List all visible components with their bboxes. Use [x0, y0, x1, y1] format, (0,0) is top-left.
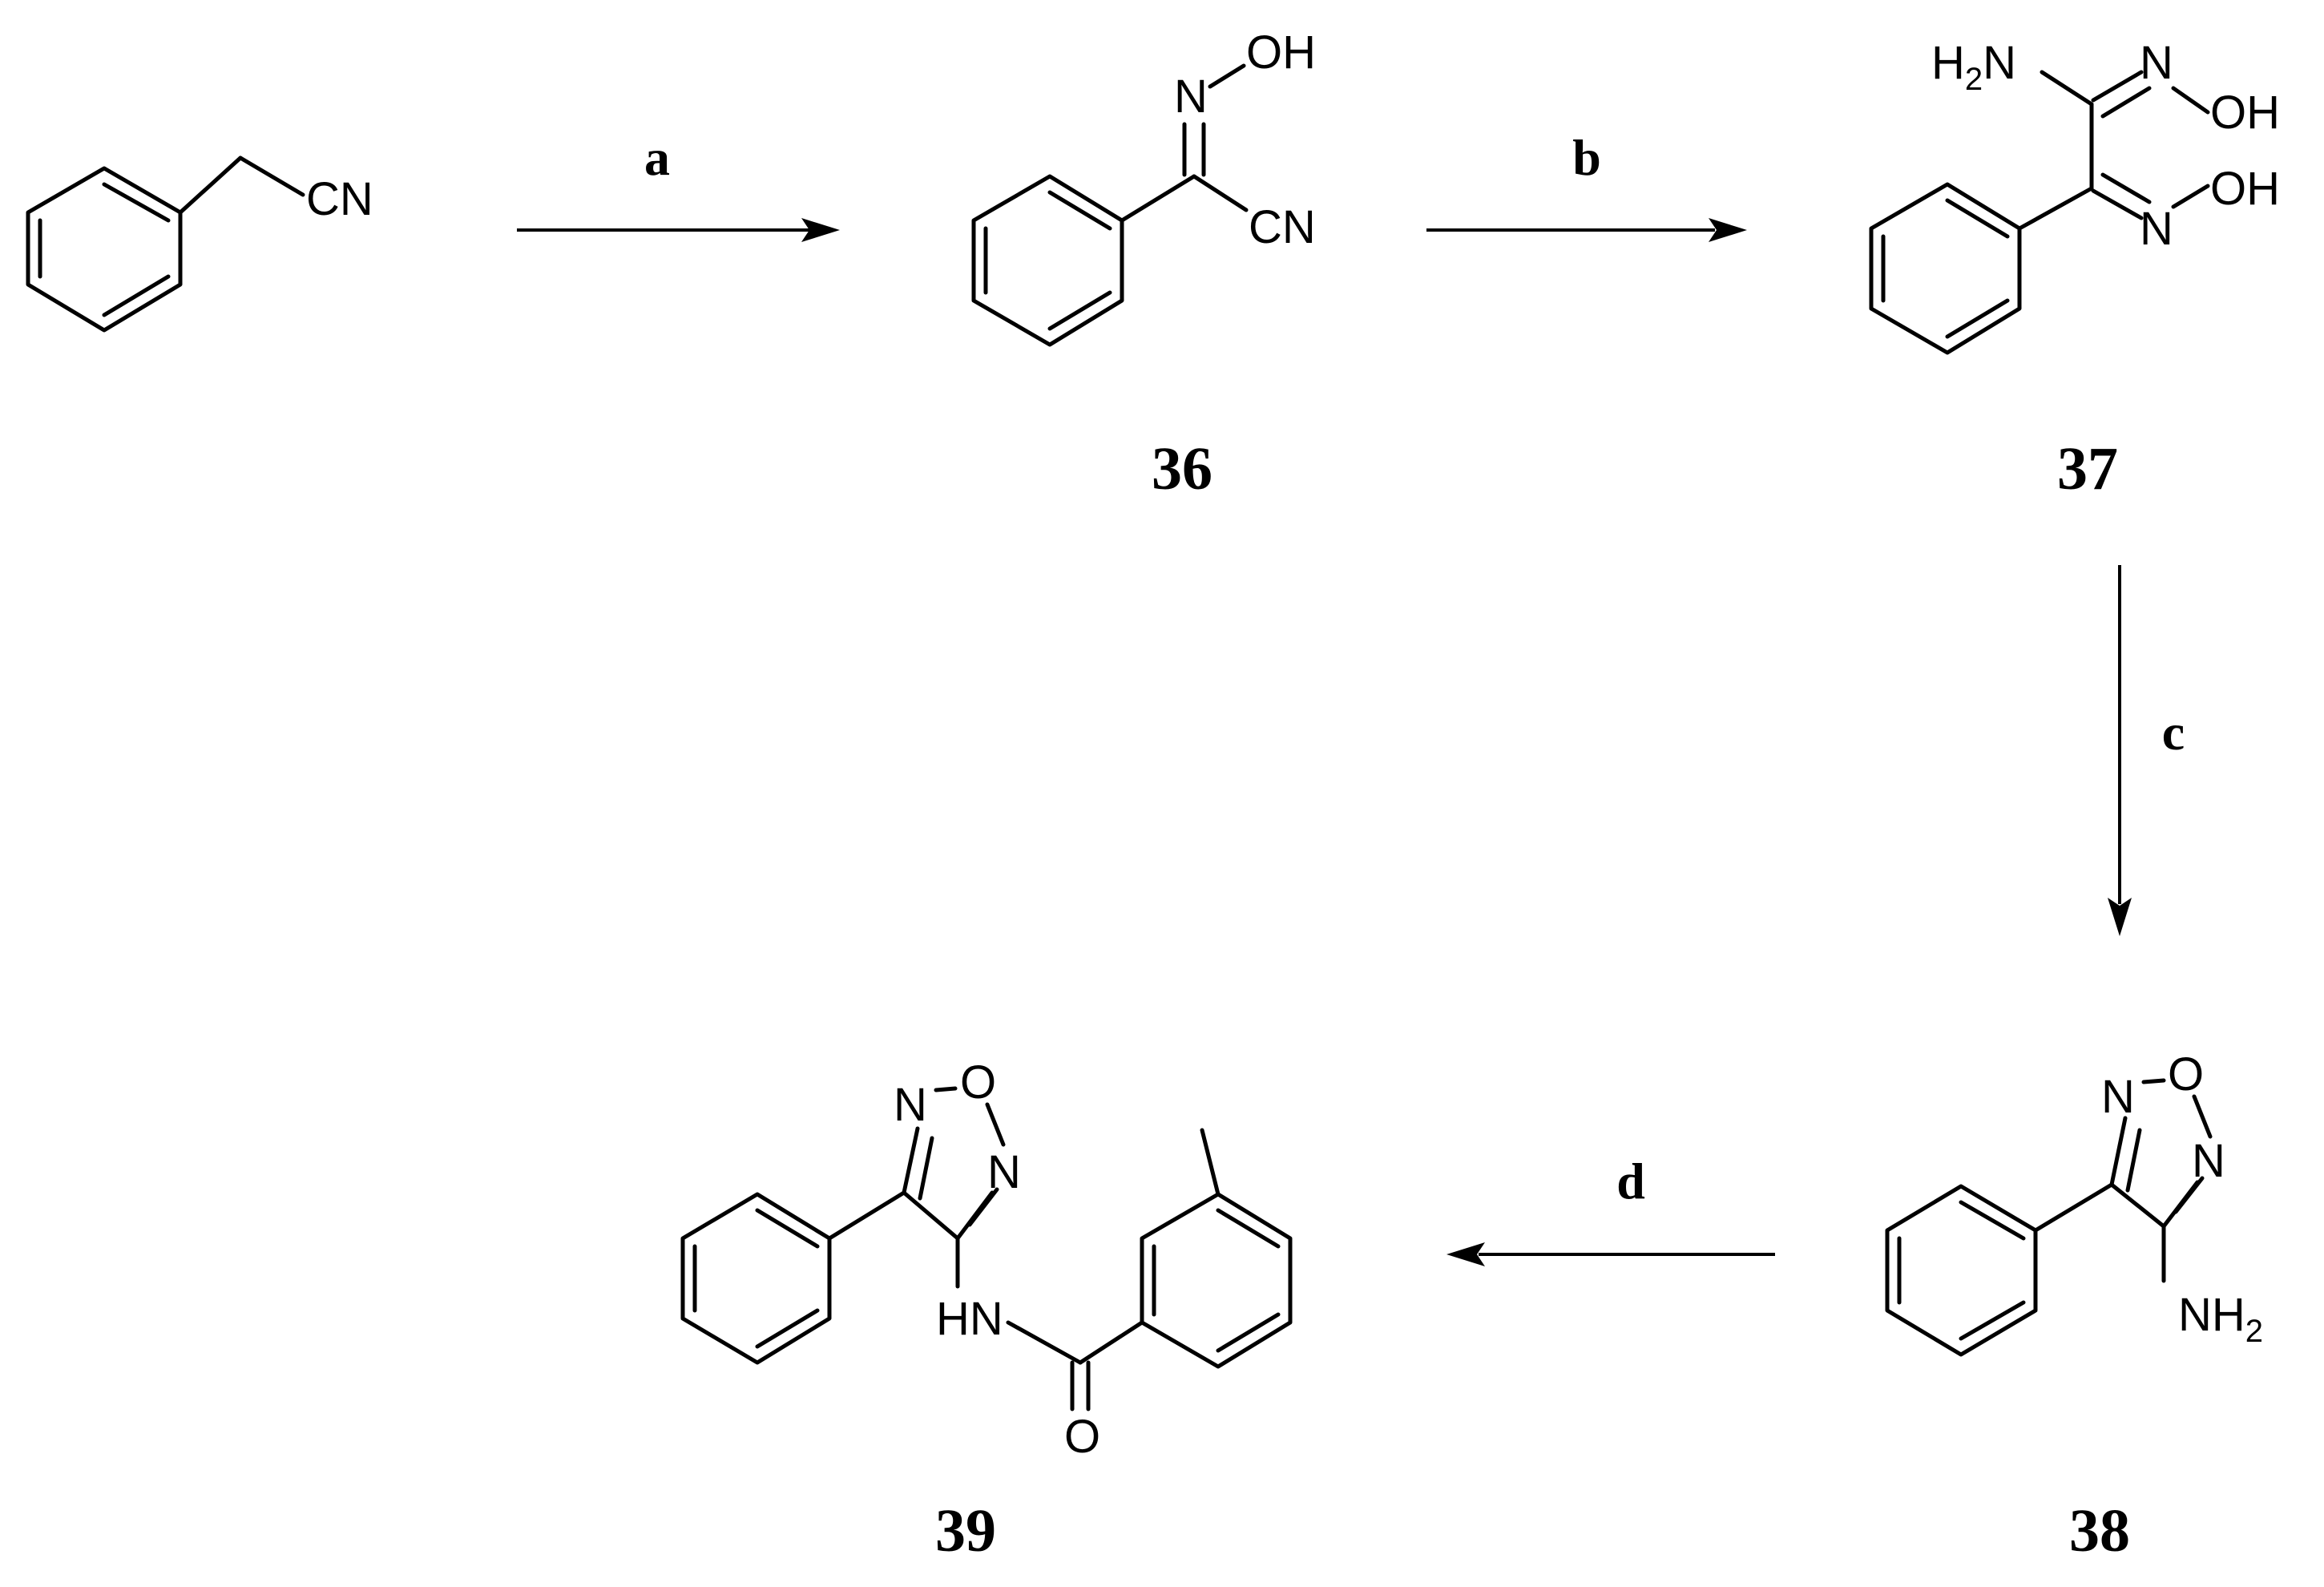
step-label-c: c [2162, 704, 2185, 761]
ring-nitrogen-label-39-1: N [894, 1079, 927, 1131]
ring-nitrogen-label-2: N [2192, 1135, 2225, 1187]
arrow-step-b: b [1426, 129, 1747, 242]
compound-label-36: 36 [1152, 435, 1212, 503]
ring-oxygen-label-39: O [960, 1056, 996, 1108]
arrow-step-d: d [1446, 1153, 1775, 1266]
amine-label-38: NH2 [2178, 1289, 2263, 1349]
compound-39-structure: N O N HN O [680, 1056, 1293, 1463]
step-label-b: b [1572, 129, 1601, 186]
carbonyl-oxygen-label: O [1064, 1411, 1100, 1463]
hydroxyl-label: OH [1246, 26, 1316, 79]
oxime-nitrogen-label: N [1174, 71, 1208, 123]
oxime-nitrogen-label-1: N [2140, 37, 2173, 89]
amine-label: H2N [1931, 37, 2016, 97]
compound-37-structure: H2N N OH N OH [1869, 37, 2280, 355]
compound-label-39: 39 [935, 1497, 996, 1565]
step-label-d: d [1616, 1153, 1645, 1209]
compound-36-structure: N OH CN [971, 26, 1316, 347]
ring-oxygen-label: O [2168, 1048, 2204, 1100]
amide-nh-label: HN [936, 1293, 1003, 1345]
oxime-nitrogen-label-2: N [2140, 203, 2173, 255]
ring-nitrogen-label-39-2: N [987, 1146, 1021, 1198]
step-label-a: a [644, 129, 670, 186]
compound-38-structure: N O N NH2 [1885, 1048, 2263, 1357]
compound-label-37: 37 [2057, 435, 2118, 503]
nitrile-label: CN [306, 173, 373, 225]
ring-nitrogen-label-1: N [2101, 1071, 2135, 1123]
benzyl-cyanide-structure: CN [26, 155, 373, 333]
hydroxyl-label-1: OH [2210, 87, 2280, 139]
arrow-step-c: c [2108, 565, 2185, 936]
compound-label-38: 38 [2069, 1497, 2130, 1565]
arrow-step-a: a [517, 129, 840, 242]
nitrile-label-36: CN [1249, 201, 1316, 253]
hydroxyl-label-2: OH [2210, 163, 2280, 215]
